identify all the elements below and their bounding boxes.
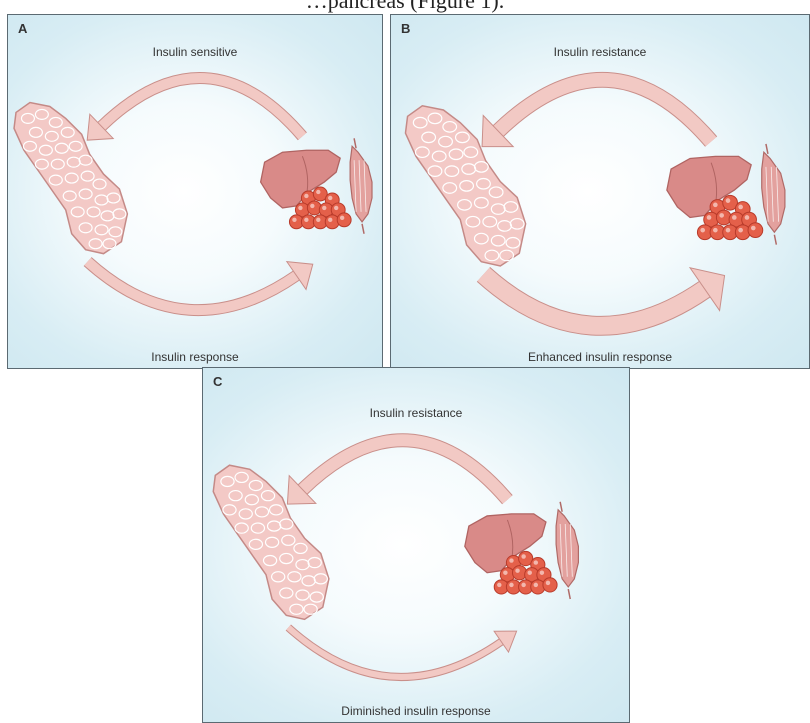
bottom-arrow-shaft [288,627,501,676]
muscle-tendon [766,144,768,154]
panel-a: A Insulin sensitive Insulin response [7,14,383,369]
muscle-tendon [362,224,364,234]
top-arrow-shaft [303,440,508,499]
fat-cell-highlight [745,215,750,220]
fat-cell-highlight [509,583,513,587]
fat-cell-highlight [534,583,538,587]
fat-cell-highlight [521,583,525,587]
muscle-tendon [354,138,356,148]
fat-cell-highlight [527,570,531,574]
fat-cell-highlight [509,558,513,562]
panel-letter: C [213,374,222,389]
fat-cell-highlight [540,570,544,574]
truncated-caption: …pancreas (Figure 1). [0,0,810,14]
fat-cell-highlight [322,206,326,210]
fat-cell-highlight [546,581,550,585]
fat-cell-highlight [328,218,332,222]
fat-cell-highlight [340,216,344,220]
fat-cell-highlight [515,568,519,572]
fat-cell-highlight [726,228,731,233]
bottom-arrow-shaft [88,262,297,311]
panel-letter: A [18,21,27,36]
fat-cell-highlight [713,228,718,233]
fat-cell-highlight [738,205,743,210]
panel-c-illustration [203,368,629,722]
fat-cell-highlight [304,194,308,198]
fat-cell-highlight [534,560,538,564]
fat-cell-highlight [497,583,501,587]
fat-cell-highlight [738,228,743,233]
fat-cell-highlight [316,190,320,194]
fat-cell-highlight [310,204,314,208]
fat-cell-highlight [304,218,308,222]
fat-cell-highlight [726,198,731,203]
bottom-arrow-label: Insulin response [8,350,382,364]
top-arrow-shaft [102,78,303,136]
fat-cell-highlight [700,228,705,233]
fat-cell [337,213,351,227]
fat-cell-highlight [334,206,338,210]
fat-cell-highlight [298,206,302,210]
muscle-tendon [774,235,776,245]
fat-cell-highlight [707,215,712,220]
fat-cell-highlight [292,218,296,222]
top-arrow-label: Insulin resistance [203,406,629,420]
muscle-tendon [560,502,562,512]
fat-cell-highlight [751,226,756,231]
panel-letter: B [401,21,410,36]
panel-c: C Insulin resistance Diminished insulin … [202,367,630,723]
fat-cell [748,223,763,238]
fat-cell-highlight [316,218,320,222]
top-arrow-shaft [498,80,711,142]
panel-a-art [14,78,372,310]
fat-cell-highlight [503,570,507,574]
bottom-arrow-label: Enhanced insulin response [391,350,809,364]
fat-cell-highlight [328,196,332,200]
caption-text: …pancreas (Figure 1). [306,0,505,13]
fat-cell [543,578,557,592]
bottom-arrow-shaft [483,274,704,325]
panel-b-illustration [391,15,809,368]
top-arrow-label: Insulin resistance [391,45,809,59]
bottom-arrow-label: Diminished insulin response [203,704,629,718]
panel-b-art [405,80,784,326]
muscle-tendon [568,589,570,599]
fat-cell-highlight [521,554,525,558]
fat-cell-highlight [713,203,718,208]
fat-cell-highlight [719,213,724,218]
panel-b: B Insulin resistance Enhanced insulin re… [390,14,810,369]
fat-cell-highlight [732,215,737,220]
top-arrow-label: Insulin sensitive [8,45,382,59]
panel-c-art [213,440,578,677]
panel-a-illustration [8,15,382,368]
